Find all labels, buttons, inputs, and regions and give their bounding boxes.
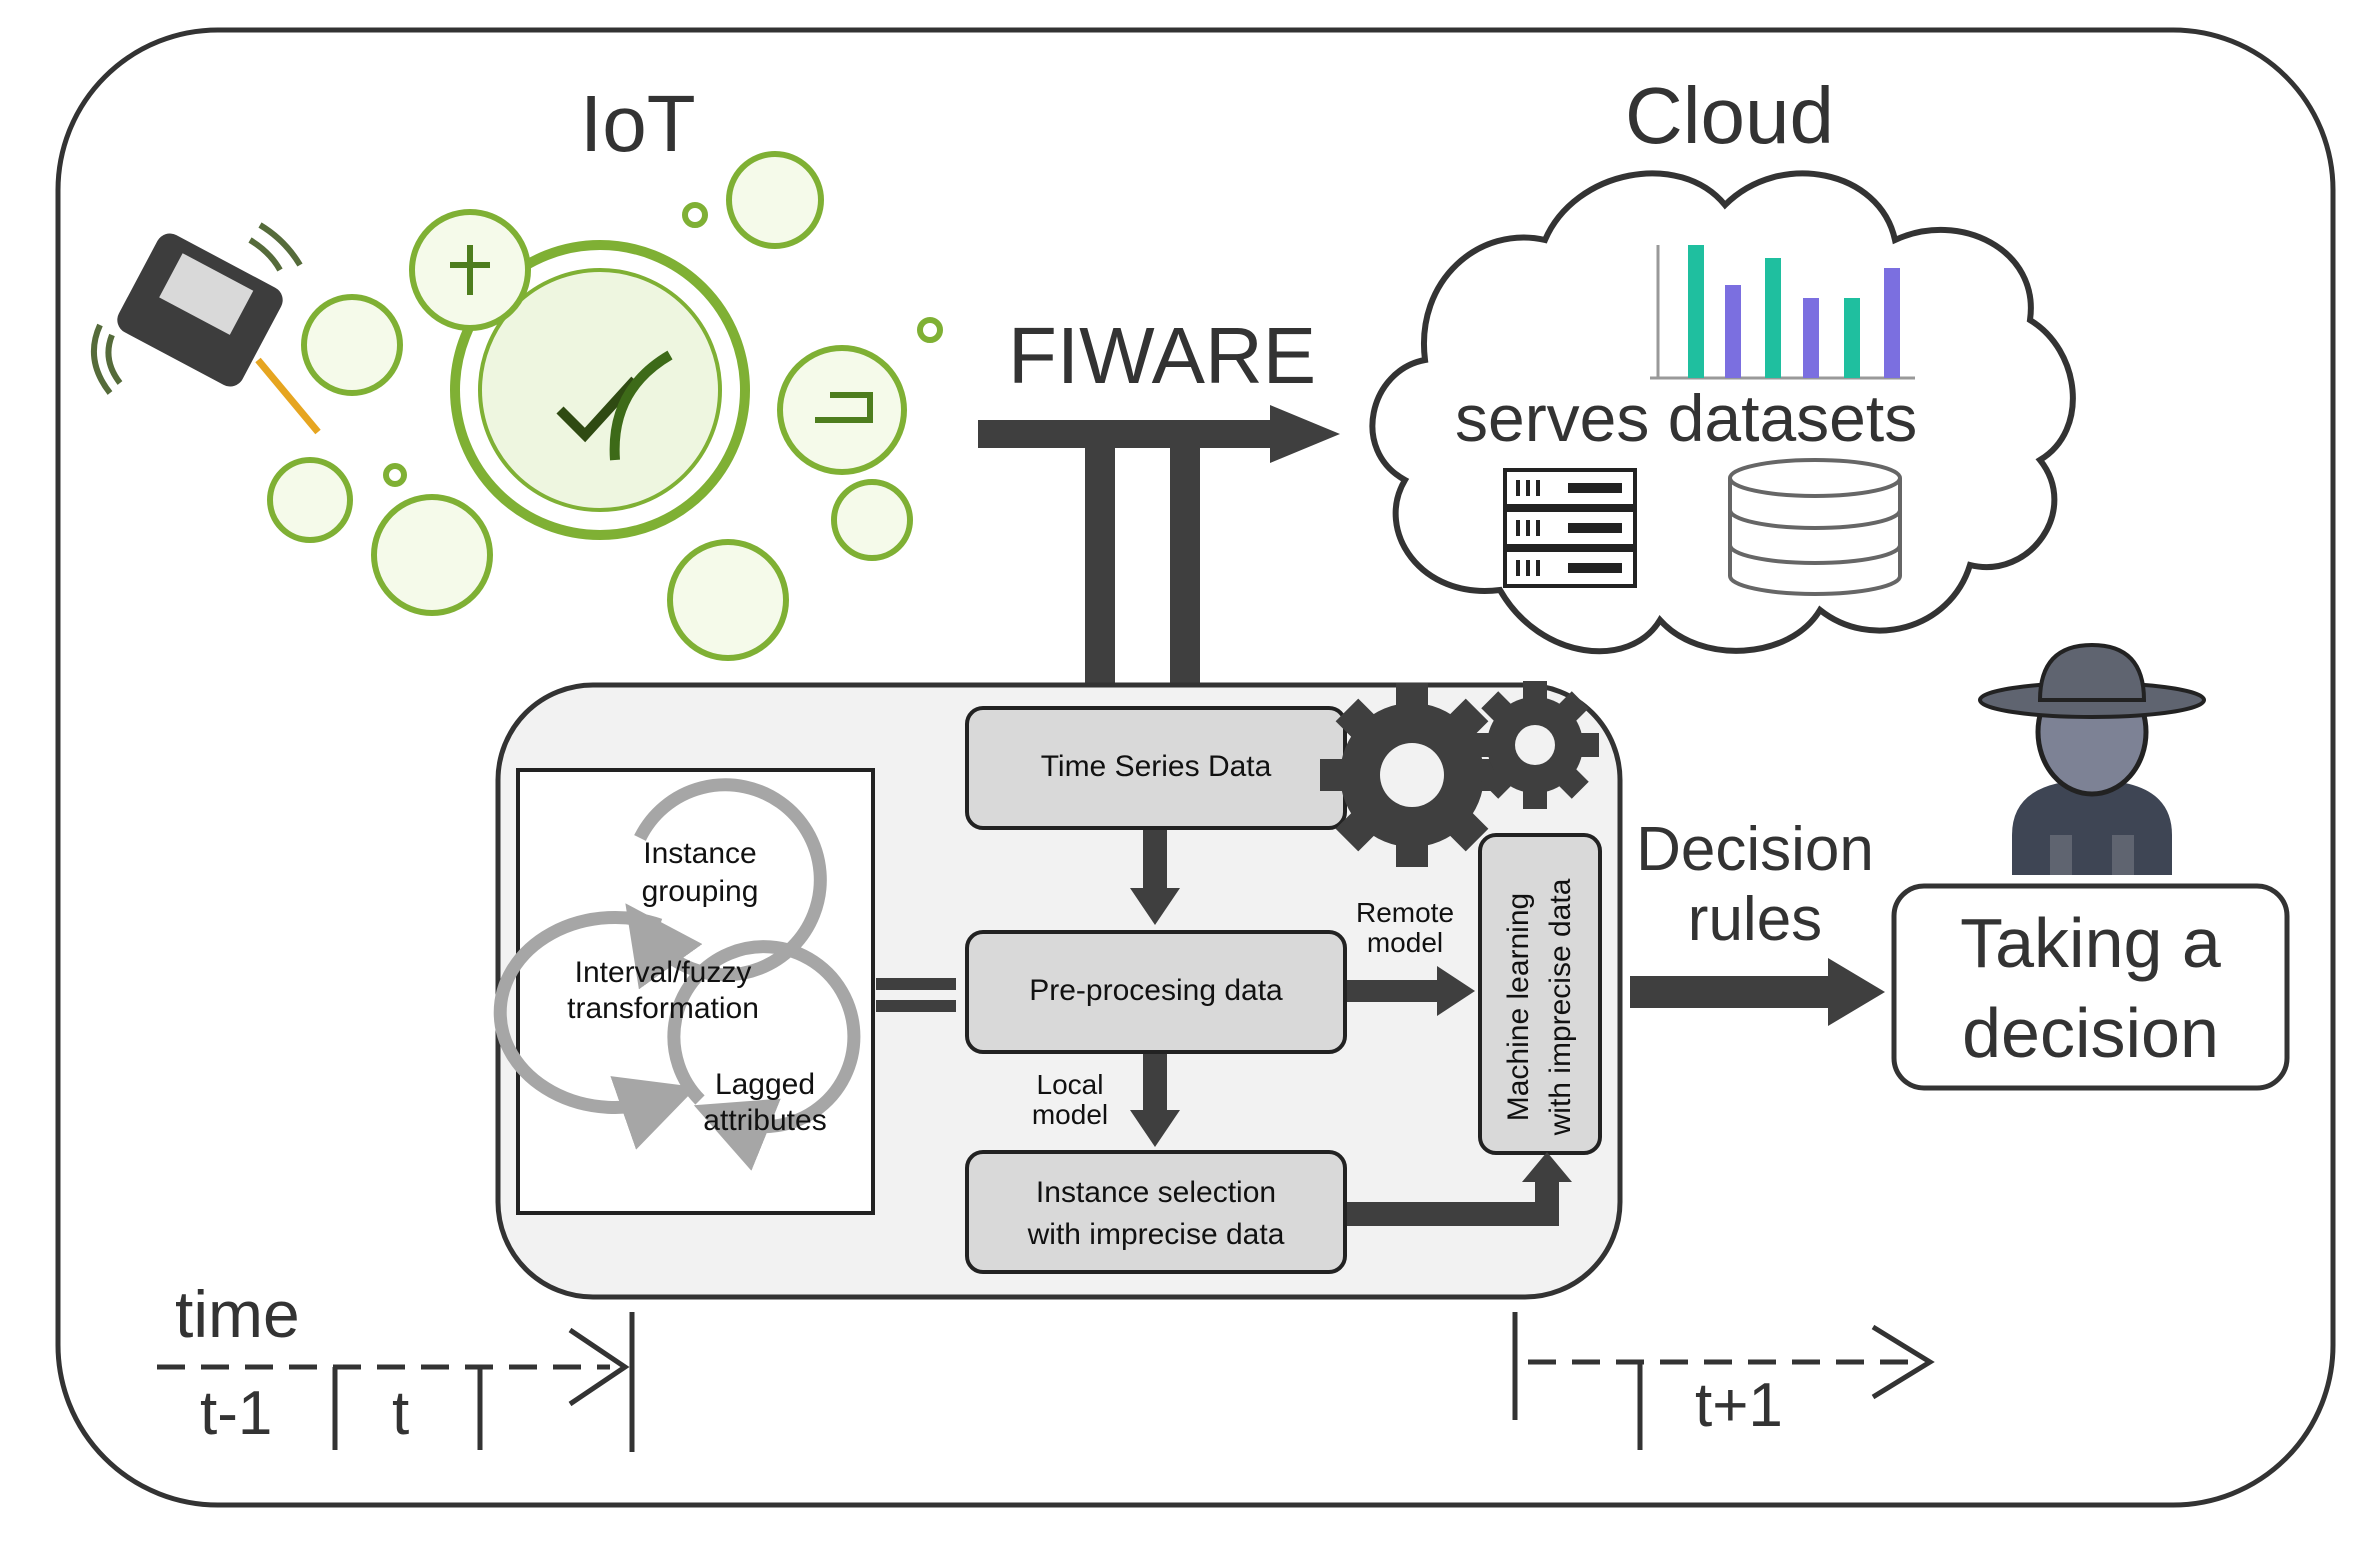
cloud-label: Cloud [1625, 71, 1835, 160]
farmer-icon [1978, 642, 2206, 875]
decision-rules-label: Decision rules [1620, 815, 1890, 955]
remote-model-line1: Remote [1355, 897, 1455, 928]
interval-transformation-label: Interval/fuzzy transformation [548, 955, 778, 1027]
t-plus-1-label: t+1 [1695, 1371, 1783, 1440]
gears-icon [1320, 681, 1599, 867]
lagged-line2: attributes [703, 1104, 827, 1137]
equals-connector-bottom [876, 1000, 956, 1012]
ml-box [1478, 833, 1602, 1155]
internal-arrows [1130, 830, 1885, 1226]
interval-line1: Interval/fuzzy [574, 956, 752, 989]
ml-line1: Machine learning [1502, 892, 1535, 1122]
bar-chart-icon [1650, 245, 1915, 380]
lagged-line1: Lagged [714, 1068, 816, 1101]
iot-agriculture-icon-cluster [267, 151, 943, 661]
ml-line2: with imprecise data [1544, 878, 1577, 1136]
local-model-line2: model [1031, 1099, 1109, 1130]
instance-grouping-line2: grouping [641, 875, 759, 908]
instance-selection-box [965, 1150, 1347, 1274]
cycle-arrows [493, 778, 861, 1171]
instance-grouping-line1: Instance [643, 837, 757, 870]
serves-datasets-label: serves datasets [1455, 381, 1918, 455]
bar-4 [1803, 298, 1819, 378]
server-icon [1503, 468, 1637, 588]
preprocessing-box [965, 930, 1347, 1054]
ml-label: Machine learning with imprecise data [1498, 852, 1582, 1162]
t-label: t [392, 1379, 410, 1448]
decision-rules-line2: rules [1687, 885, 1823, 954]
remote-model-line2: model [1366, 927, 1444, 958]
instance-grouping-label: Instance grouping [610, 835, 790, 911]
timeline [157, 1312, 1935, 1452]
lagged-attributes-label: Lagged attributes [680, 1067, 850, 1139]
equals-connector-top [876, 978, 956, 990]
instance-selection-line1: Instance selection [1035, 1176, 1277, 1209]
time-series-label: Time Series Data [1040, 750, 1272, 783]
interval-line2: transformation [567, 992, 759, 1025]
t-minus-1-label: t-1 [200, 1379, 273, 1448]
decision-box [1891, 883, 2290, 1091]
database-icon [1728, 458, 1902, 596]
preprocessing-label: Pre-procesing data [1029, 974, 1283, 1007]
decision-rules-line1: Decision [1636, 815, 1874, 884]
bar-2 [1725, 285, 1741, 378]
bar-5 [1844, 298, 1860, 378]
taking-decision-label: Taking a decision [1894, 898, 2287, 1078]
taking-line1: Taking a [1960, 904, 2221, 982]
local-model-label: Local model [1010, 1070, 1130, 1130]
bar-6 [1884, 268, 1900, 378]
bar-3 [1765, 258, 1781, 378]
remote-model-label: Remote model [1340, 898, 1470, 958]
iot-label: IoT [580, 79, 696, 168]
bar-1 [1688, 245, 1704, 378]
instance-selection-label: Instance selection with imprecise data [967, 1172, 1345, 1256]
time-label: time [175, 1277, 300, 1351]
local-model-line1: Local [1036, 1069, 1104, 1100]
instance-selection-line2: with imprecise data [1027, 1218, 1285, 1251]
taking-line2: decision [1962, 994, 2219, 1072]
soil-sensor-icon [91, 222, 321, 435]
fiware-label: FIWARE [1008, 311, 1317, 400]
